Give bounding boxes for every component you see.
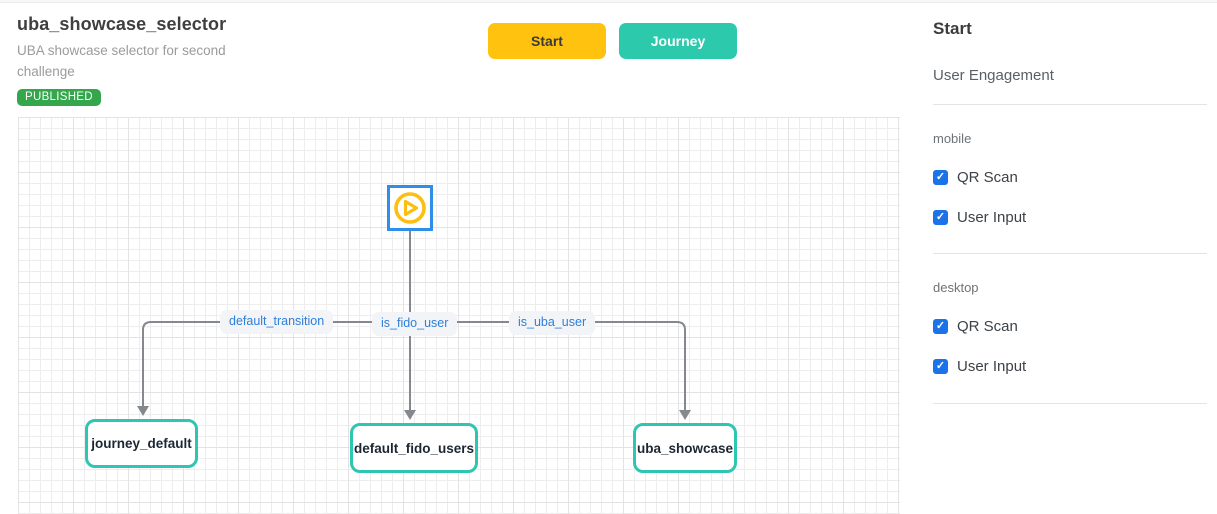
divider [933, 403, 1207, 404]
checkbox-label: User Input [957, 358, 1027, 375]
top-border [0, 0, 1217, 3]
checkbox-icon[interactable] [933, 319, 948, 334]
panel-title: Start [933, 19, 972, 38]
divider [933, 104, 1207, 105]
mobile-user-input-option[interactable]: User Input [933, 209, 1207, 226]
checkbox-label: User Input [957, 209, 1027, 226]
flow-canvas[interactable]: default_transition is_fido_user is_uba_u… [18, 117, 900, 514]
play-icon [392, 190, 428, 226]
panel-subtitle: User Engagement [933, 67, 1054, 84]
node-palette: Start Journey [488, 23, 737, 59]
start-node[interactable] [387, 185, 433, 231]
edge-label-is-fido-user[interactable]: is_fido_user [372, 312, 458, 336]
section-label-mobile: mobile [933, 131, 972, 146]
flow-edges [137, 231, 691, 420]
divider [933, 253, 1207, 254]
section-label-desktop: desktop [933, 280, 979, 295]
node-default-fido-users[interactable]: default_fido_users [350, 423, 478, 473]
flow-description: UBA showcase selector for second challen… [17, 43, 226, 79]
journey-palette-button[interactable]: Journey [619, 23, 737, 59]
edge-label-default-transition[interactable]: default_transition [220, 310, 334, 334]
flow-title: uba_showcase_selector [17, 14, 227, 34]
checkbox-icon[interactable] [933, 170, 948, 185]
checkbox-icon[interactable] [933, 210, 948, 225]
desktop-qr-scan-option[interactable]: QR Scan [933, 318, 1207, 335]
node-journey-default[interactable]: journey_default [85, 419, 198, 468]
mobile-qr-scan-option[interactable]: QR Scan [933, 169, 1207, 186]
node-uba-showcase[interactable]: uba_showcase [633, 423, 737, 473]
status-badge: PUBLISHED [17, 89, 101, 106]
checkbox-icon[interactable] [933, 359, 948, 374]
desktop-user-input-option[interactable]: User Input [933, 358, 1207, 375]
checkbox-label: QR Scan [957, 318, 1018, 335]
checkbox-label: QR Scan [957, 169, 1018, 186]
edge-label-is-uba-user[interactable]: is_uba_user [509, 311, 596, 335]
properties-panel: Start User Engagement mobile QR Scan Use… [933, 0, 1207, 404]
start-palette-button[interactable]: Start [488, 23, 606, 59]
flow-info: uba_showcase_selector UBA showcase selec… [17, 14, 267, 106]
